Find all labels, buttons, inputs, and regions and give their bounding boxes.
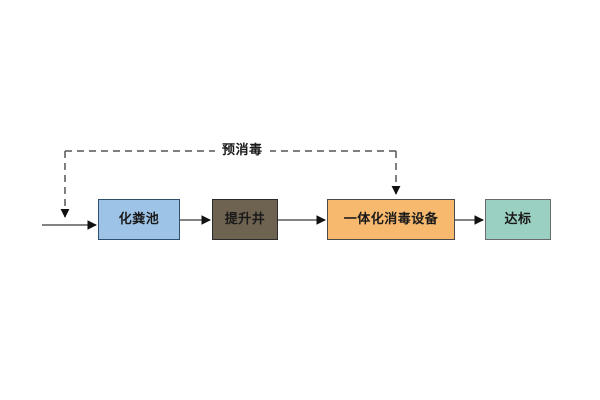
node-septic-tank-label: 化粪池 [118,212,160,227]
node-lift-well-label: 提升井 [224,212,266,227]
node-meets-standard[interactable]: 达标 [485,199,551,240]
flow-label-pre-disinfection-text: 预消毒 [222,143,263,158]
node-integrated-disinfection-equipment-label: 一体化消毒设备 [343,212,439,227]
node-septic-tank[interactable]: 化粪池 [98,199,180,240]
node-integrated-disinfection-equipment[interactable]: 一体化消毒设备 [327,199,455,240]
node-lift-well[interactable]: 提升井 [212,199,278,240]
flow-label-pre-disinfection: 预消毒 [215,144,270,157]
node-meets-standard-label: 达标 [504,212,532,227]
